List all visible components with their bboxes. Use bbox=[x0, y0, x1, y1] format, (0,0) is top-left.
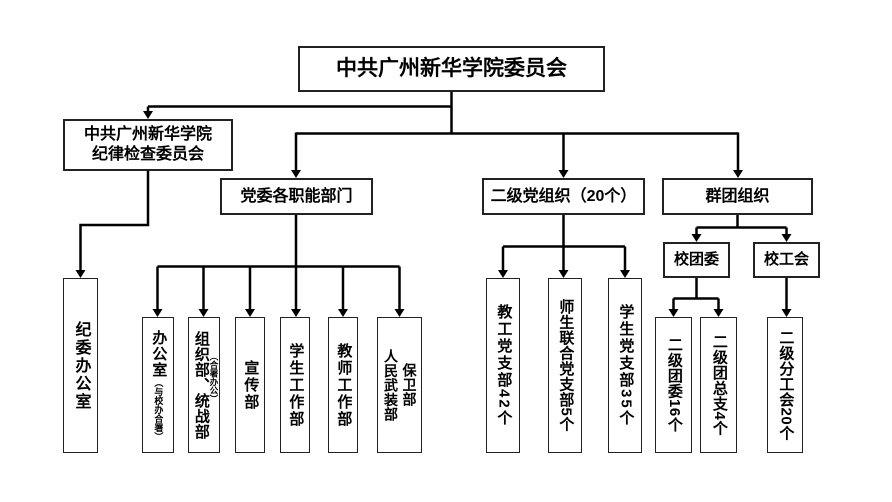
node-armed-forces-security: 人民武装部 保卫部 bbox=[377, 317, 422, 453]
node-root: 中共广州新华学院委员会 bbox=[298, 46, 605, 92]
node-propaganda: 宣传部 bbox=[235, 317, 265, 453]
node-organization-united-front-note: （合署办公） bbox=[209, 352, 219, 403]
node-teacher-work-label: 教师工作部 bbox=[335, 342, 353, 428]
node-discipline-committee-line1: 中共广州新华学院 bbox=[83, 126, 212, 143]
node-office: 办公室（与校办合署） bbox=[142, 317, 174, 453]
node-discipline-committee: 中共广州新华学院 纪律检查委员会 bbox=[63, 119, 233, 171]
node-secondary-league-committees: 二级团委16个 bbox=[655, 317, 692, 453]
node-propaganda-label: 宣传部 bbox=[242, 359, 260, 411]
node-discipline-office-label: 纪委办公室 bbox=[72, 320, 90, 411]
node-office-main: 办公室 bbox=[150, 329, 168, 378]
node-organization-united-front: 组织部、统战部 （合署办公） bbox=[188, 317, 220, 453]
node-discipline-committee-line2: 纪律检查委员会 bbox=[91, 146, 204, 163]
node-youth-league: 校团委 bbox=[663, 242, 730, 278]
node-secondary-league-committees-label: 二级团委16个 bbox=[665, 337, 683, 433]
node-security-label: 保卫部 bbox=[401, 363, 418, 407]
node-secondary-unions: 二级分工会20个 bbox=[767, 317, 803, 453]
node-staff-party-branches-label: 教工党支部42个 bbox=[495, 304, 513, 427]
node-joint-party-branches: 师生联合党支部5个 bbox=[548, 278, 582, 453]
node-teacher-work: 教师工作部 bbox=[328, 317, 358, 453]
node-secondary-league-branches-label: 二级团总支4个 bbox=[710, 334, 728, 436]
node-staff-party-branches: 教工党支部42个 bbox=[486, 278, 520, 453]
node-mass-orgs: 群团组织 bbox=[662, 178, 813, 215]
node-joint-party-branches-label: 师生联合党支部5个 bbox=[557, 299, 575, 432]
node-party-departments: 党委各职能部门 bbox=[220, 178, 373, 215]
node-labor-union: 校工会 bbox=[753, 242, 820, 278]
node-student-work-label: 学生工作部 bbox=[287, 342, 305, 428]
node-student-work: 学生工作部 bbox=[280, 317, 310, 453]
node-office-note: （与校办合署） bbox=[153, 377, 164, 441]
node-student-party-branches-label: 学生党支部35个 bbox=[617, 304, 635, 427]
node-armed-forces-label: 人民武装部 bbox=[383, 348, 399, 422]
node-secondary-party-orgs: 二级党组织（20个） bbox=[482, 178, 645, 215]
node-secondary-league-branches: 二级团总支4个 bbox=[700, 317, 737, 453]
node-student-party-branches: 学生党支部35个 bbox=[608, 278, 642, 453]
node-discipline-office: 纪委办公室 bbox=[63, 278, 98, 453]
node-secondary-unions-label: 二级分工会20个 bbox=[777, 329, 795, 441]
node-organization-united-front-main: 组织部、统战部 bbox=[192, 330, 210, 440]
arrowheads bbox=[75, 111, 792, 317]
